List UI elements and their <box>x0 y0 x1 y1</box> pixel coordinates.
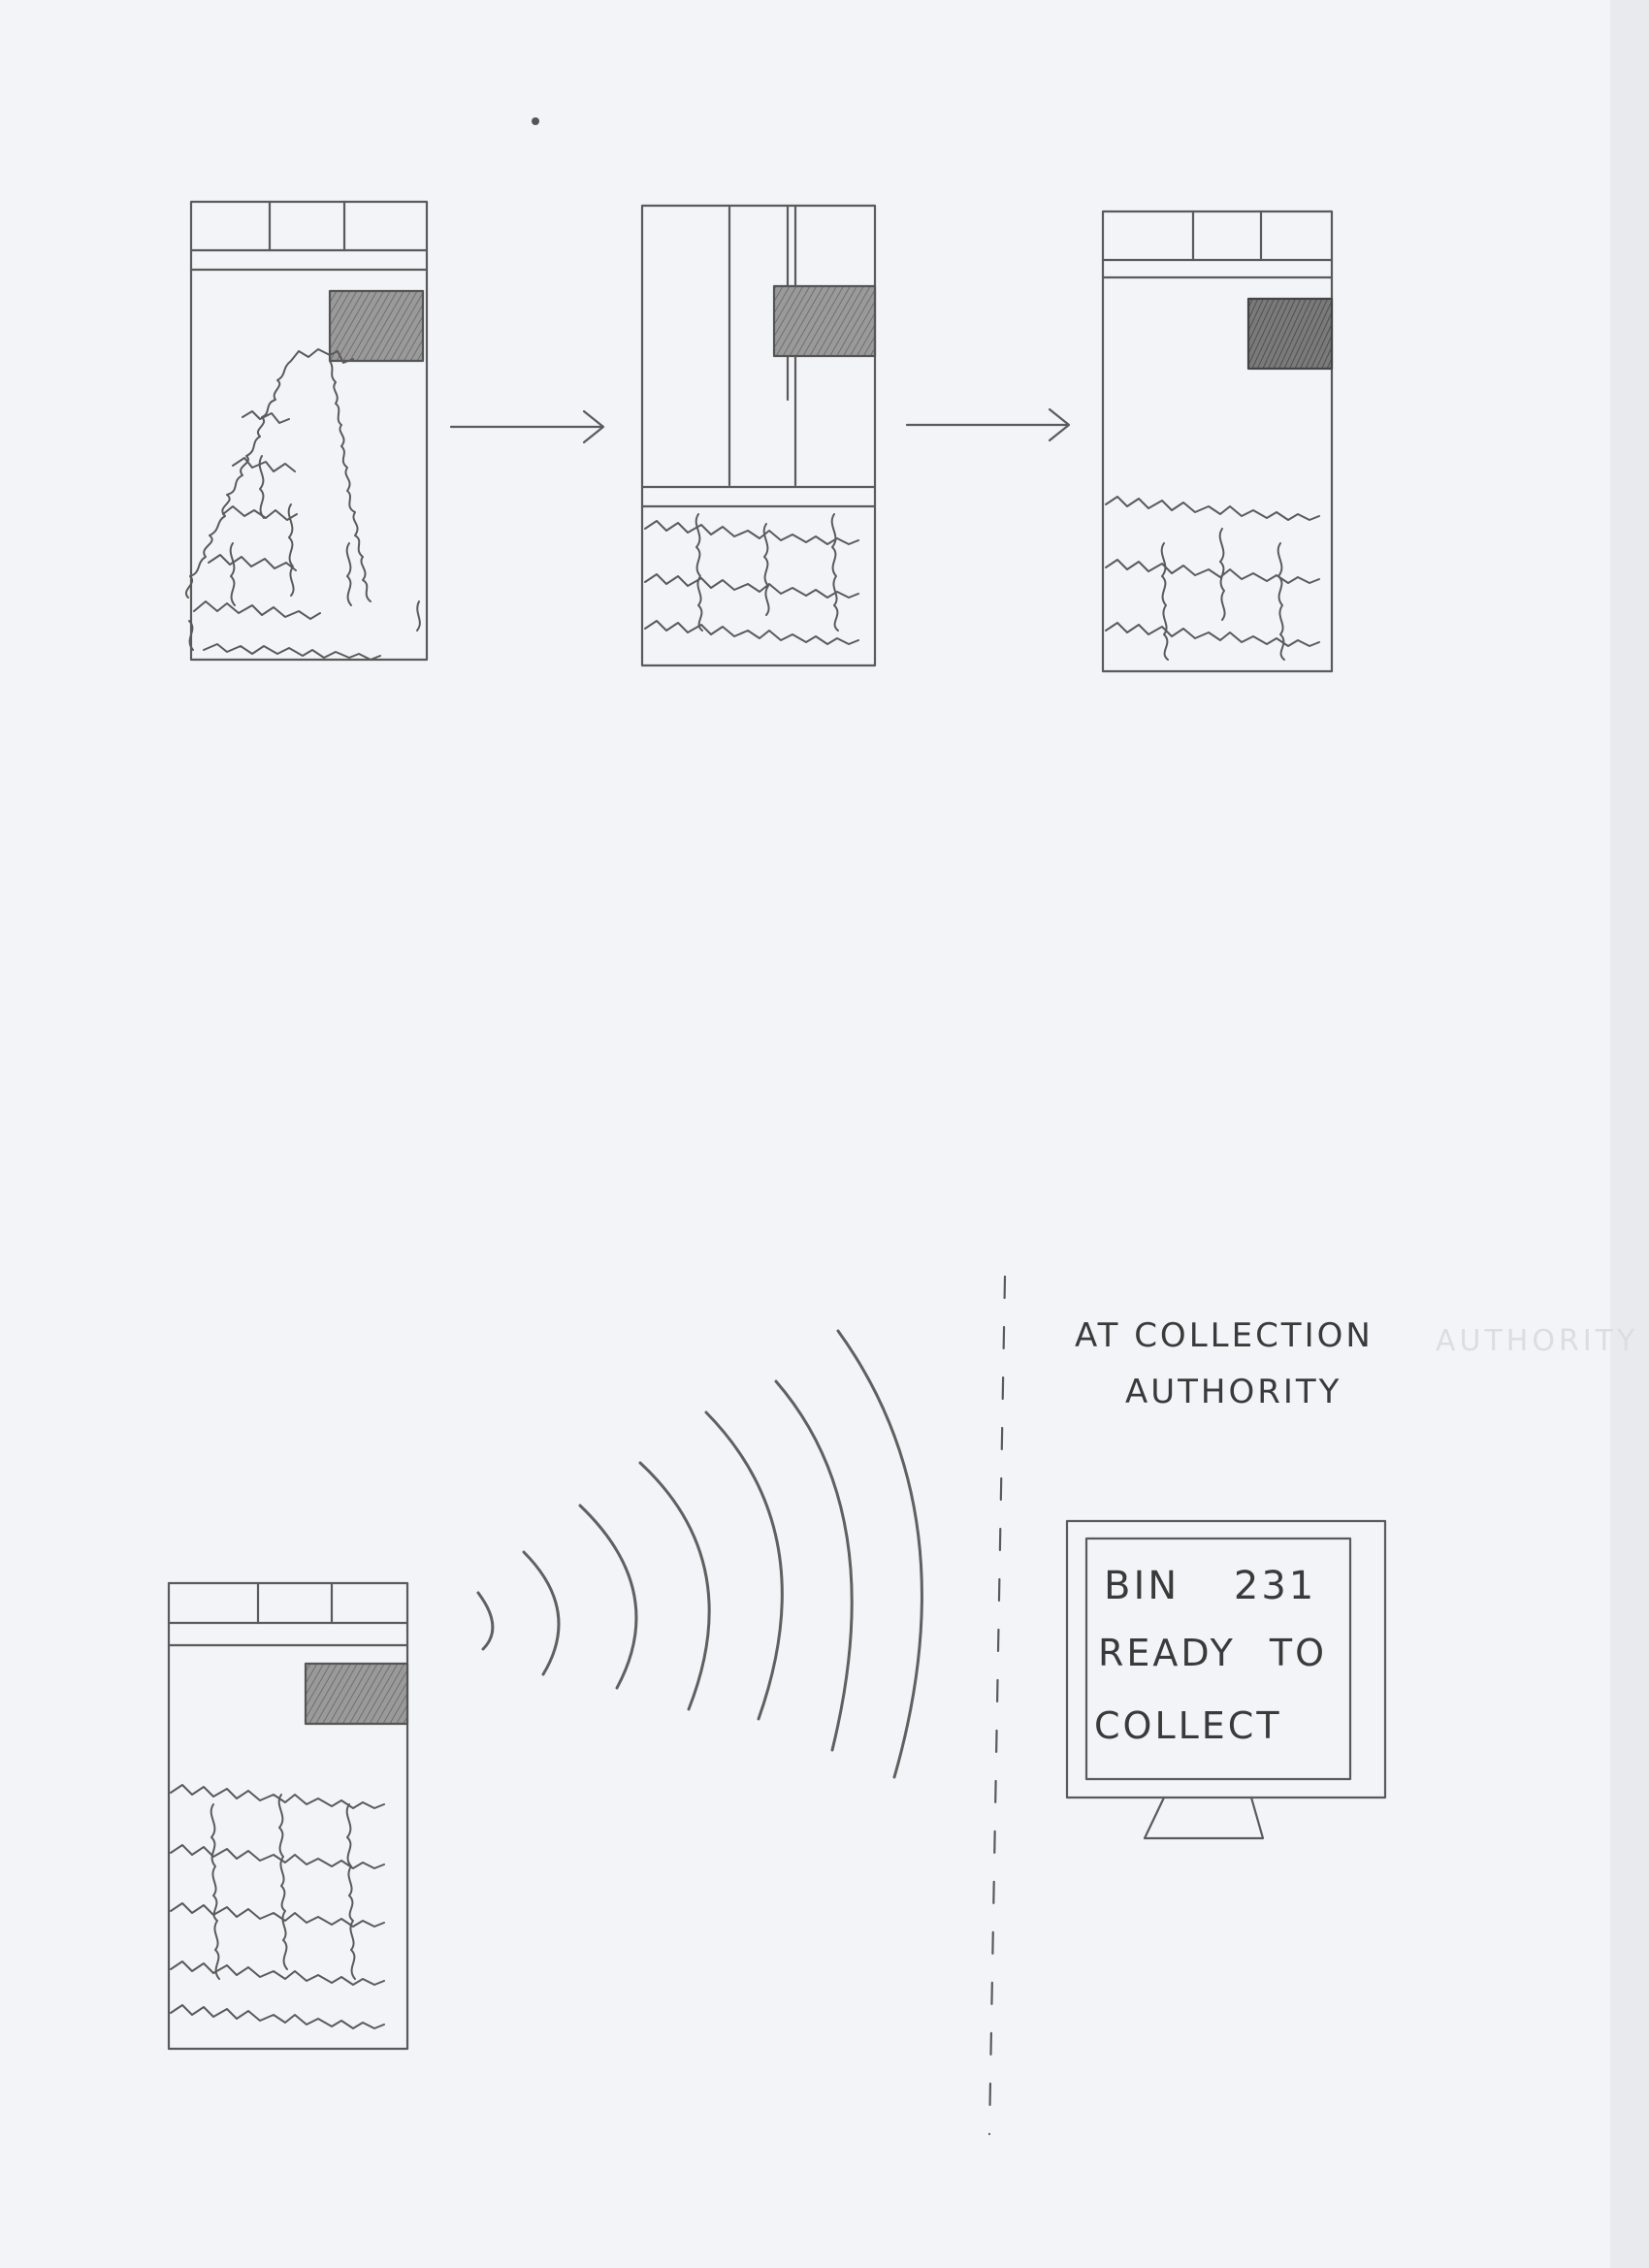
heading-line-1: AT COLLECTION <box>1075 1316 1374 1355</box>
sensor-box <box>304 1662 409 1726</box>
monitor-message-line-3: COLLECT <box>1094 1704 1282 1747</box>
bin-body <box>189 200 429 662</box>
bin-body <box>640 204 877 667</box>
bin-body <box>167 1581 409 2051</box>
compacted-waste <box>1105 496 1320 661</box>
bin-stage-1 <box>185 200 429 662</box>
waste-pile <box>185 348 421 661</box>
pencil-speck <box>532 117 539 125</box>
bin-stage-3 <box>1101 210 1334 673</box>
wireless-signal-icon <box>476 1329 923 1779</box>
monitor-screen <box>1084 1537 1352 1781</box>
monitor-stand <box>1143 1796 1265 1840</box>
bin-body <box>1101 210 1334 673</box>
arrow-right-icon <box>905 407 1071 442</box>
heading-line-2: AUTHORITY <box>1125 1373 1342 1411</box>
sensor-box <box>1246 297 1334 371</box>
dashed-divider <box>987 1275 1007 2136</box>
arrow-right-icon <box>449 409 605 444</box>
compressed-waste <box>644 513 859 645</box>
sensor-box <box>328 289 425 363</box>
bin-stage-2 <box>640 204 877 667</box>
ghost-text: AUTHORITY <box>1436 1324 1638 1358</box>
bin-signal-source <box>167 1581 409 2051</box>
full-waste <box>170 1784 385 2029</box>
monitor-icon <box>1065 1519 1387 1840</box>
paper-edge <box>1610 0 1649 2268</box>
monitor-message-line-1: BIN 231 <box>1104 1564 1316 1608</box>
monitor-frame <box>1065 1519 1387 1799</box>
sensor-box <box>772 284 877 358</box>
monitor-message-line-2: READY TO <box>1098 1632 1327 1674</box>
